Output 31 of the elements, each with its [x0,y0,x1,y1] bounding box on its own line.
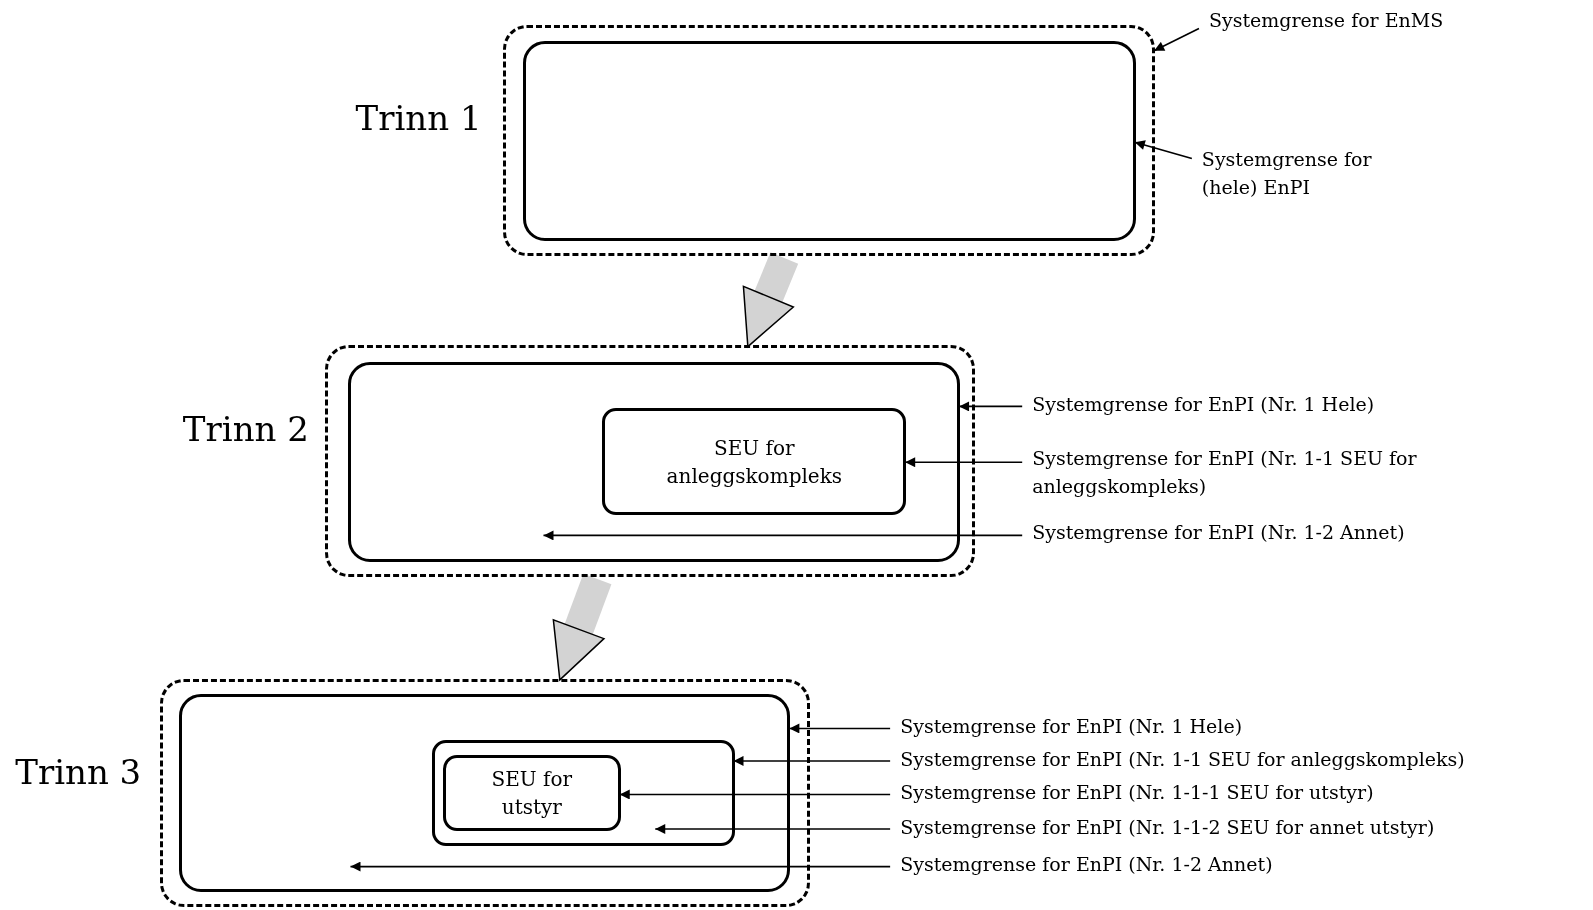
leader-arrow [788,723,891,734]
block-arrow [742,252,799,348]
boundary-label: Systemgrense for EnPI (Nr. 1-1 SEU for anleggskompleks) [1032,444,1439,501]
boundary-label: Systemgrense for EnPI (Nr. 1-2 Annet) [1032,519,1405,547]
system-boundary-box [523,40,1136,241]
seu-box: SEU for utstyr [442,754,621,831]
boundary-label: Systemgrense for EnPI (Nr. 1 Hele) [900,713,1243,741]
leader-arrow [654,824,891,834]
leader-arrow [958,401,1023,412]
seu-box: SEU for anleggskompleks [602,408,907,516]
step-heading: Trinn 1 [355,97,482,138]
boundary-label: Systemgrense for (hele) EnPI [1201,146,1431,202]
boundary-label: Systemgrense for EnPI (Nr. 1-1-1 SEU for utstyr) [900,779,1374,807]
leader-arrow [349,861,891,872]
boundary-label: Systemgrense for EnMS [1208,7,1444,35]
system-boundary-box [348,361,961,562]
leader-arrow [542,530,1023,541]
boundary-label: Systemgrense for EnPI (Nr. 1-2 Annet) [900,851,1273,879]
system-boundary-box [178,693,791,892]
step-heading: Trinn 3 [15,752,142,793]
leader-arrow [618,789,891,800]
boundary-label: Systemgrense for EnPI (Nr. 1-1 SEU for anleggskompleks) [900,745,1465,774]
leader-arrow [904,457,1023,468]
boundary-box [431,739,735,847]
leader-arrow [732,755,891,766]
boundary-label: Systemgrense for EnPI (Nr. 1-1-2 SEU for annet utstyr) [900,813,1435,842]
block-arrow [552,573,612,681]
boundary-label: Systemgrense for EnPI (Nr. 1 Hele) [1032,391,1375,419]
step-heading: Trinn 2 [182,408,309,449]
leader-arrow [1134,140,1193,160]
leader-arrow [1153,27,1200,52]
